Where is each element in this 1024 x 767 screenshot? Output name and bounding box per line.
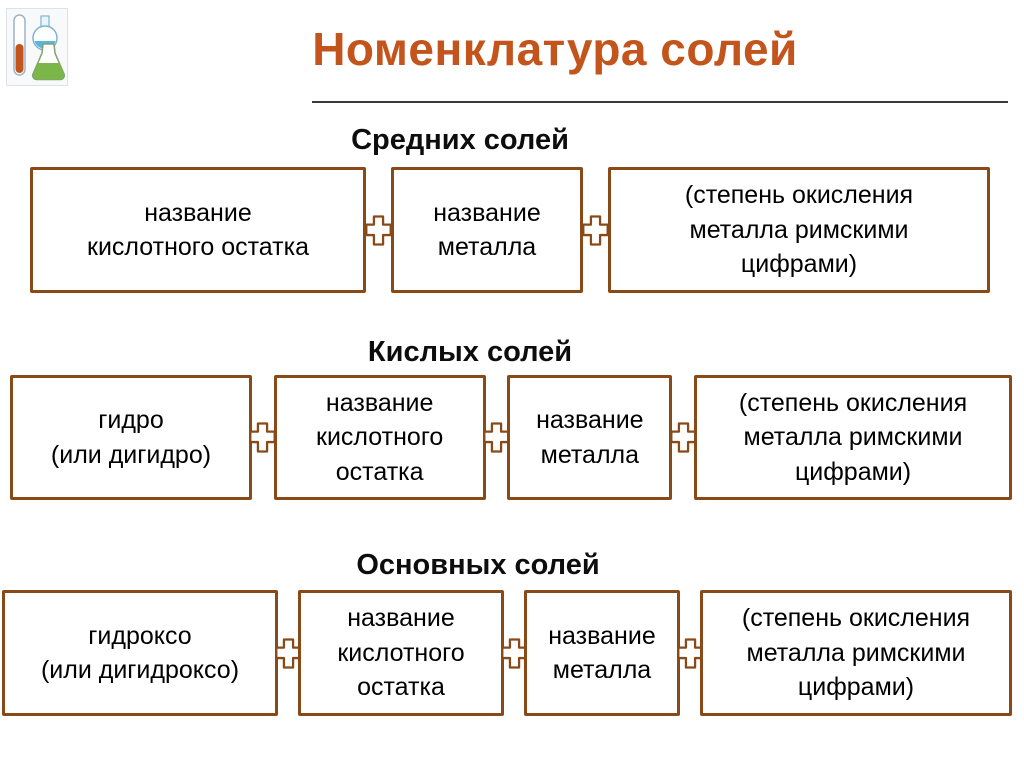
plus-icon bbox=[274, 637, 302, 669]
plus-icon bbox=[365, 214, 392, 246]
box-acid-residue-name: название кислотного остатка bbox=[273, 375, 486, 500]
plus-separator bbox=[669, 375, 697, 500]
plus-separator bbox=[676, 590, 704, 716]
box-acid-residue-name: название кислотного остатка bbox=[298, 590, 504, 716]
slide-title: Номенклатура солей bbox=[312, 23, 798, 75]
diagram-row-basic-salts: гидроксо (или дигидроксо) название кисло… bbox=[2, 590, 1012, 716]
lab-flasks-icon bbox=[6, 8, 68, 86]
box-oxidation-state: (степень окисления металла римскими цифр… bbox=[608, 167, 990, 293]
title-underline bbox=[312, 101, 1008, 103]
plus-icon bbox=[669, 422, 697, 453]
box-hydroxo-prefix: гидроксо (или дигидроксо) bbox=[2, 590, 278, 716]
diagram-row-middle-salts: название кислотного остатка название мет… bbox=[30, 167, 990, 293]
box-metal-name: название металла bbox=[524, 590, 680, 716]
plus-icon bbox=[249, 422, 277, 453]
diagram-row-acid-salts: гидро (или дигидро) название кислотного … bbox=[10, 375, 1013, 500]
box-hydro-prefix: гидро (или дигидро) bbox=[10, 375, 252, 500]
box-metal-name: название металла bbox=[391, 167, 583, 293]
box-oxidation-state: (степень окисления металла римскими цифр… bbox=[700, 590, 1012, 716]
box-metal-name: название металла bbox=[507, 375, 673, 500]
section-heading-middle-salts: Средних солей bbox=[351, 124, 569, 156]
plus-separator bbox=[274, 590, 302, 716]
plus-separator bbox=[249, 375, 277, 500]
plus-separator bbox=[582, 167, 609, 293]
plus-separator bbox=[365, 167, 392, 293]
plus-icon bbox=[676, 637, 704, 669]
plus-separator bbox=[500, 590, 528, 716]
section-heading-basic-salts: Основных солей bbox=[356, 549, 600, 581]
plus-icon bbox=[500, 637, 528, 669]
plus-icon bbox=[582, 214, 609, 246]
plus-separator bbox=[483, 375, 510, 500]
section-heading-acid-salts: Кислых солей bbox=[367, 336, 573, 368]
box-oxidation-state: (степень окисления металла римскими цифр… bbox=[694, 375, 1013, 500]
box-acid-residue-name: название кислотного остатка bbox=[30, 167, 366, 293]
plus-icon bbox=[483, 422, 510, 453]
